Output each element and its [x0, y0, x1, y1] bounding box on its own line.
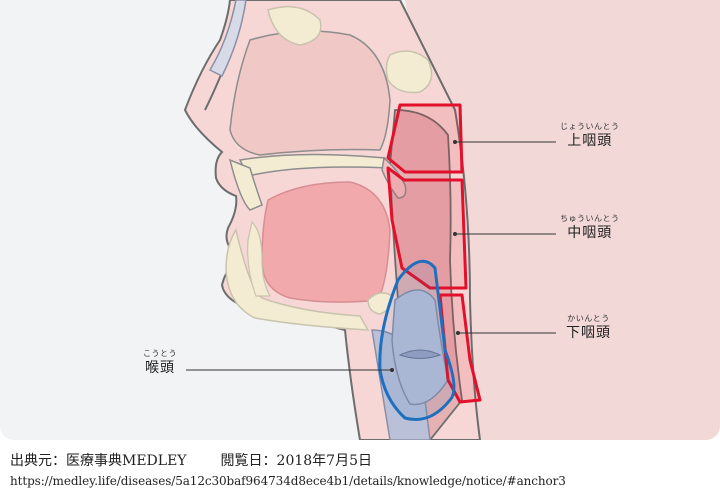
- mesopharynx-reading: ちゅういんとう: [560, 214, 620, 223]
- viewed-date: 閲覧日：2018年7月5日: [220, 453, 372, 469]
- epipharynx-highlight: [386, 103, 464, 174]
- source-url: https://medley.life/diseases/5a12c30baf9…: [10, 474, 566, 488]
- source-citation: 出典元：医療事典MEDLEY 閲覧日：2018年7月5日: [10, 450, 372, 470]
- sphenoid-bone: [267, 5, 322, 46]
- back-tissue-panel: [405, 0, 720, 440]
- mesopharynx-highlight: [386, 166, 468, 290]
- epipharynx-label: じょういんとう 上咽頭: [560, 122, 620, 149]
- source-label: 出典元：医療事典MEDLEY: [10, 453, 187, 469]
- lower-teeth: [247, 220, 272, 297]
- hypopharynx-label: かいんとう 下咽頭: [566, 314, 611, 341]
- epipharynx-reading: じょういんとう: [560, 122, 620, 131]
- vertebra-top: [385, 50, 433, 94]
- larynx-name: 喉頭: [145, 360, 175, 376]
- epipharynx-leader-dot: [453, 140, 457, 144]
- epipharynx-name: 上咽頭: [567, 133, 613, 149]
- tongue: [261, 181, 391, 303]
- larynx-label: こうとう 喉頭: [143, 349, 177, 376]
- larynx-reading: こうとう: [143, 349, 177, 358]
- mandible: [225, 228, 370, 331]
- mesopharynx-label: ちゅういんとう 中咽頭: [560, 214, 620, 241]
- hypopharynx-name: 下咽頭: [566, 325, 611, 341]
- hypopharynx-highlight: [438, 293, 482, 404]
- hypopharynx-reading: かいんとう: [567, 314, 610, 323]
- nasal-cavity: [229, 30, 391, 156]
- nasal-bone: [208, 0, 247, 78]
- larynx-highlight: [378, 259, 456, 421]
- pharynx-cross-section: [183, 0, 720, 440]
- anatomy-figure: じょういんとう 上咽頭 ちゅういんとう 中咽頭 かいんとう 下咽頭 こうとう 喉…: [0, 0, 720, 440]
- upper-jaw: [228, 158, 263, 211]
- larynx-leader-dot: [390, 368, 394, 372]
- vocal-fold: [398, 349, 442, 359]
- hypopharynx-leader-dot: [456, 331, 460, 335]
- mesopharynx-name: 中咽頭: [567, 225, 613, 241]
- mesopharynx-leader-dot: [453, 232, 457, 236]
